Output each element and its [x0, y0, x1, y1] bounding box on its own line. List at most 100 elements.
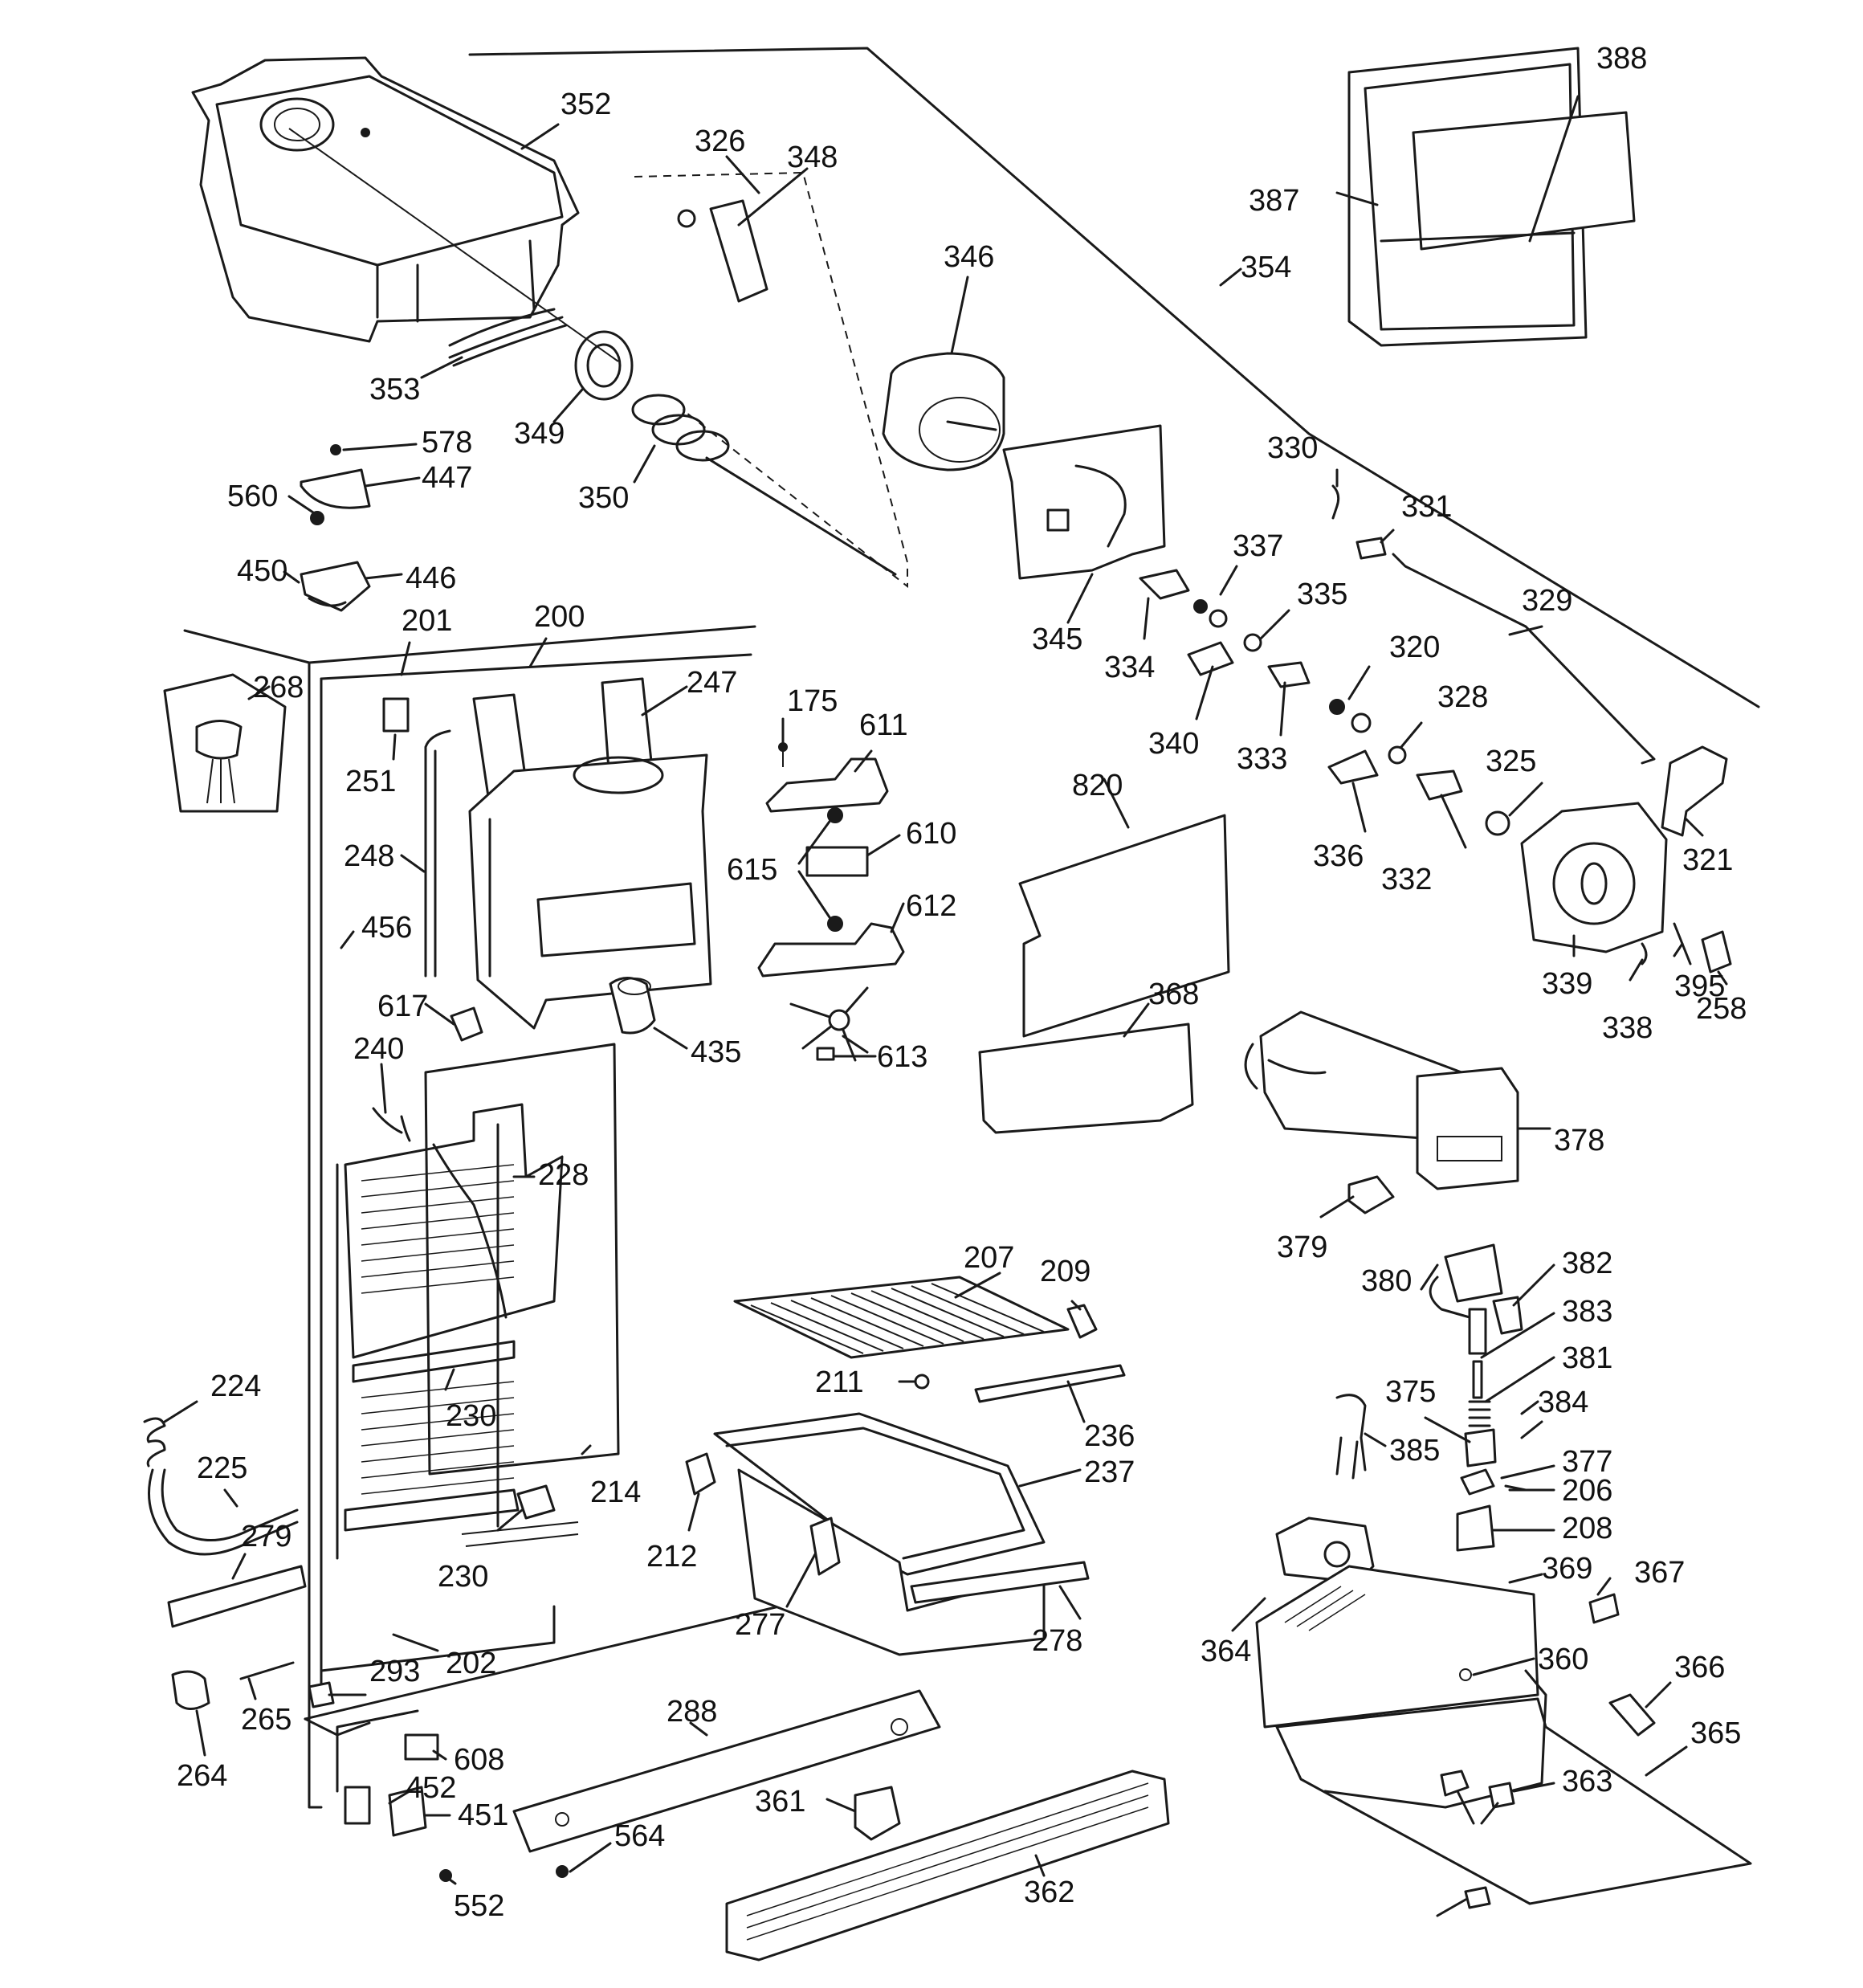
part-label: 175	[787, 684, 838, 718]
part-label: 378	[1554, 1124, 1604, 1157]
part-label: 329	[1522, 584, 1572, 618]
part-label: 361	[755, 1785, 805, 1819]
evaporator-coil-drawing	[336, 1043, 620, 1560]
hinge-236-drawing	[685, 1452, 716, 1496]
part-label: 207	[964, 1241, 1014, 1275]
part-label: 552	[454, 1889, 504, 1923]
part-label: 384	[1538, 1386, 1588, 1419]
part-label: 608	[454, 1743, 504, 1777]
spring-drawing	[143, 1417, 166, 1468]
part-label: 353	[369, 373, 420, 406]
part-label: 564	[614, 1819, 665, 1853]
fan-motor-drawing	[609, 977, 656, 1035]
rail-drawing	[512, 1689, 941, 1853]
part-label: 206	[1562, 1474, 1612, 1508]
part-label: 208	[1562, 1512, 1612, 1545]
part-label: 240	[353, 1032, 404, 1066]
part-label: 325	[1486, 745, 1536, 778]
heater-wires-drawing	[372, 1107, 508, 1319]
part-label: 247	[687, 666, 737, 700]
part-label: 265	[241, 1703, 291, 1737]
part-label: 211	[815, 1365, 864, 1399]
part-label: 450	[237, 554, 287, 588]
part-label: 613	[877, 1040, 927, 1074]
part-label: 385	[1389, 1434, 1440, 1468]
ice-maker-linkage-drawing	[1139, 484, 1656, 836]
part-label: 230	[438, 1560, 488, 1594]
part-label: 375	[1385, 1375, 1436, 1409]
cabinet-liner-drawing	[183, 625, 781, 1809]
part-label: 388	[1596, 42, 1647, 76]
part-label: 365	[1690, 1717, 1741, 1750]
freezer-outline	[468, 47, 1760, 708]
lower-hardware-drawing	[171, 1661, 569, 1882]
part-label: 251	[345, 765, 396, 798]
part-label: 201	[402, 604, 452, 638]
part-label: 612	[906, 889, 956, 923]
clip-617-drawing	[450, 1006, 483, 1042]
washer-drawing	[677, 209, 696, 228]
dispenser-solenoid-drawing	[1335, 1243, 1543, 1552]
bearing-drawing	[574, 330, 634, 401]
part-label: 383	[1562, 1295, 1612, 1329]
panel-395-drawing	[1018, 814, 1230, 1038]
part-label: 230	[446, 1399, 496, 1433]
part-label: 293	[369, 1655, 420, 1688]
ice-maker-drawing	[1244, 1010, 1519, 1190]
part-label: 615	[727, 853, 777, 887]
part-label: 381	[1562, 1341, 1612, 1375]
part-label: 214	[590, 1476, 641, 1509]
part-label: 346	[944, 240, 994, 274]
part-label: 367	[1634, 1556, 1685, 1590]
clip-230-drawing	[516, 1484, 556, 1520]
leader-lines	[163, 95, 1728, 1917]
part-label: 368	[1148, 978, 1199, 1011]
drawer-pan-drawing	[713, 1412, 1090, 1656]
part-label: 225	[197, 1451, 247, 1485]
part-label: 560	[227, 480, 278, 513]
part-label: 321	[1682, 843, 1733, 877]
bracket-assembly-drawing	[757, 742, 905, 1062]
part-label: 212	[646, 1540, 697, 1574]
part-label: 328	[1437, 680, 1488, 714]
inset-box-drawing	[163, 673, 287, 813]
clip-drawing	[382, 697, 410, 733]
part-label: 360	[1538, 1643, 1588, 1676]
part-label: 278	[1032, 1624, 1082, 1658]
part-label: 610	[906, 817, 956, 851]
cover-258-drawing	[978, 1023, 1194, 1134]
part-label: 279	[241, 1520, 291, 1553]
part-label: 366	[1674, 1651, 1725, 1684]
evaporator-cover-drawing	[468, 677, 712, 1030]
part-label: 224	[210, 1370, 261, 1403]
part-label: 336	[1313, 839, 1364, 873]
part-label: 380	[1361, 1264, 1412, 1298]
part-label: 209	[1040, 1255, 1090, 1288]
drain-tube-drawing	[148, 1468, 299, 1556]
part-label: 200	[534, 600, 585, 634]
part-label: 348	[787, 141, 838, 174]
part-label: 387	[1249, 184, 1299, 218]
ice-bucket-drawing	[191, 56, 580, 347]
part-label: 320	[1389, 631, 1440, 664]
strip-drawing	[167, 1565, 307, 1628]
part-label: 333	[1237, 742, 1287, 776]
part-label: 377	[1562, 1445, 1612, 1479]
part-label: 330	[1267, 431, 1318, 465]
part-label: 340	[1148, 727, 1199, 761]
part-labels: 352 326 348 346 388 387 354 353 349 350 …	[177, 42, 1747, 1923]
part-label: 236	[1084, 1419, 1135, 1453]
mounting-plate-drawing	[1002, 424, 1166, 580]
part-label: 395	[1674, 970, 1725, 1003]
small-hardware-drawing	[300, 444, 371, 612]
part-label: 352	[561, 88, 611, 121]
part-label: 277	[735, 1608, 785, 1642]
tube-drawing	[424, 729, 451, 978]
bracket-368-drawing	[1347, 1175, 1395, 1214]
seal-drawing	[709, 199, 768, 303]
part-label: 456	[361, 911, 412, 945]
part-label: 446	[406, 561, 456, 595]
part-label: 354	[1241, 251, 1291, 284]
hinge-237-drawing	[809, 1517, 841, 1576]
